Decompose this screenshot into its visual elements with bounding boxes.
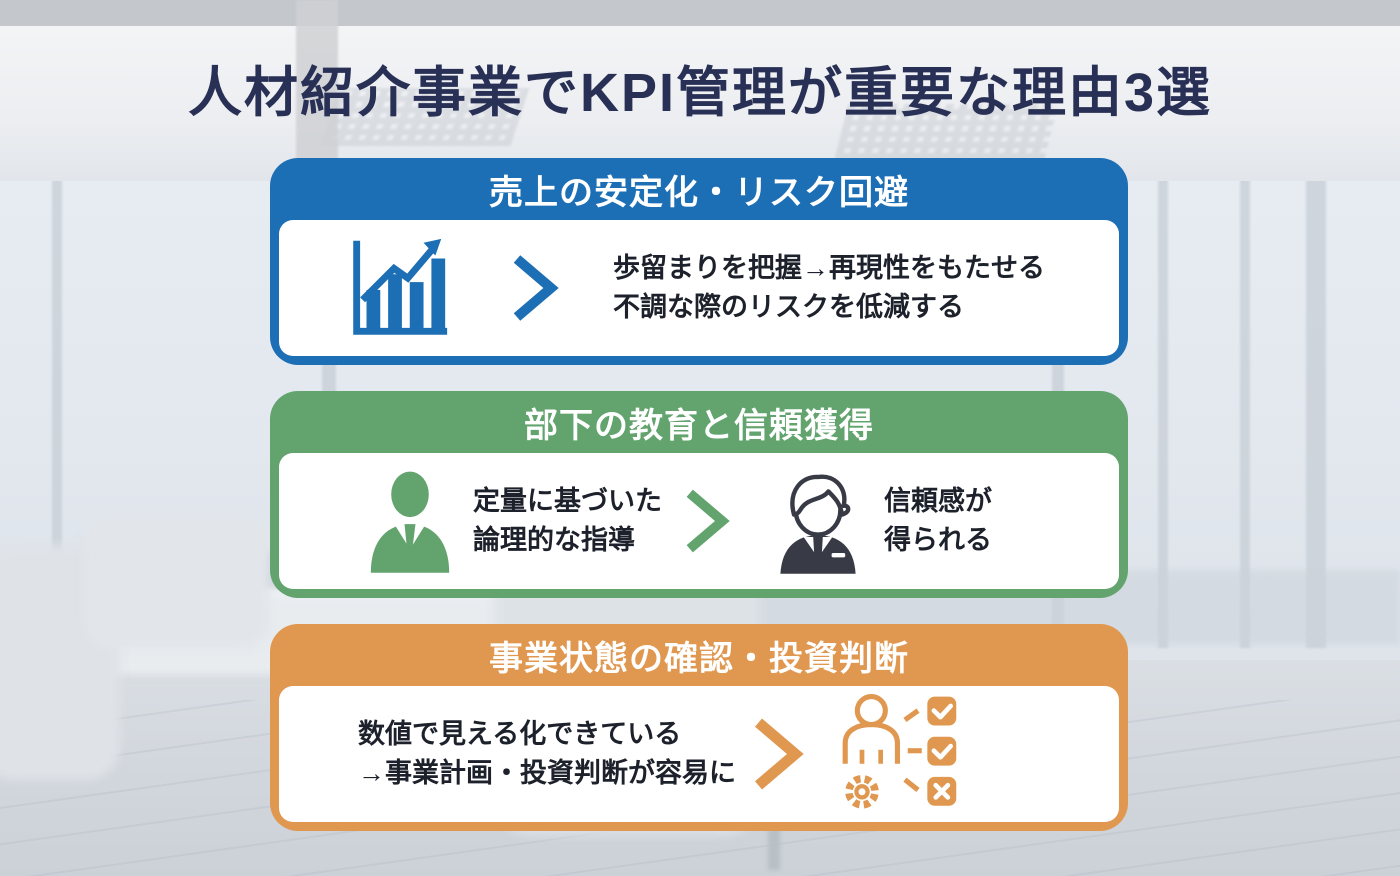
bar-chart-growth-icon: [337, 229, 455, 347]
card-header-label: 部下の教育と信頼獲得: [524, 406, 874, 445]
card-header-label: 売上の安定化・リスク回避: [489, 173, 909, 212]
card-header-revenue: 売上の安定化・リスク回避: [279, 158, 1119, 220]
page-title: 人材紹介事業でKPI管理が重要な理由3選: [187, 63, 1213, 123]
bg-window-frame: [1306, 178, 1326, 648]
bg-office-chair: [85, 518, 270, 648]
person-checklist-icon: [834, 691, 960, 817]
bg-window-frame: [1240, 178, 1250, 648]
reason-cards: 売上の安定化・リスク回避 歩留まりを把握→再現: [270, 158, 1128, 831]
person-outline-icon: [842, 694, 901, 764]
card-text-guidance: 定量に基づいた 論理的な指導: [473, 482, 662, 560]
bg-ceiling: [0, 26, 1400, 181]
businessman-icon: [770, 468, 866, 574]
text-line: 不調な際のリスクを低減する: [613, 292, 964, 322]
card-body-education: 定量に基づいた 論理的な指導 信頼感が 得: [279, 453, 1119, 589]
card-text-business: 数値で見える化できている →事業計画・投資判断が容易に: [358, 715, 736, 793]
text-line: 信頼感が: [884, 486, 992, 516]
card-text-trust: 信頼感が 得られる: [884, 482, 992, 560]
bg-window-frame: [1158, 178, 1168, 648]
chevron-right-icon: [511, 254, 559, 322]
bg-ceiling-band: [0, 0, 1400, 26]
card-header-education: 部下の教育と信頼獲得: [279, 391, 1119, 453]
card-body-business: 数値で見える化できている →事業計画・投資判断が容易に: [279, 686, 1119, 822]
card-business-investment: 事業状態の確認・投資判断 数値で見える化できている →事業計画・投資判断が容易に: [270, 624, 1128, 831]
checkbox-cross-icon: [927, 776, 957, 806]
card-revenue-stability: 売上の安定化・リスク回避 歩留まりを把握→再現: [270, 158, 1128, 365]
text-line: 数値で見える化できている: [358, 719, 682, 749]
checkbox-check-icon: [927, 736, 957, 766]
text-line: 歩留まりを把握→再現性をもたせる: [613, 253, 1045, 283]
text-line: 定量に基づいた: [473, 486, 662, 516]
card-text-revenue: 歩留まりを把握→再現性をもたせる 不調な際のリスクを低減する: [613, 249, 1045, 327]
chevron-right-icon: [684, 488, 730, 554]
manager-silhouette-icon: [363, 469, 457, 573]
text-line: 論理的な指導: [473, 525, 635, 555]
card-education-trust: 部下の教育と信頼獲得 定量に基づいた 論理的な指導: [270, 391, 1128, 598]
card-body-revenue: 歩留まりを把握→再現性をもたせる 不調な際のリスクを低減する: [279, 220, 1119, 356]
text-line: 得られる: [884, 525, 992, 555]
card-header-label: 事業状態の確認・投資判断: [489, 639, 909, 678]
chevron-right-icon: [752, 717, 804, 791]
bg-pillar: [296, 0, 338, 182]
text-line: →事業計画・投資判断が容易に: [358, 758, 736, 788]
card-header-business: 事業状態の確認・投資判断: [279, 624, 1119, 686]
checkbox-check-icon: [927, 696, 957, 726]
gear-icon: [845, 775, 879, 809]
bg-window-frame: [52, 178, 62, 648]
